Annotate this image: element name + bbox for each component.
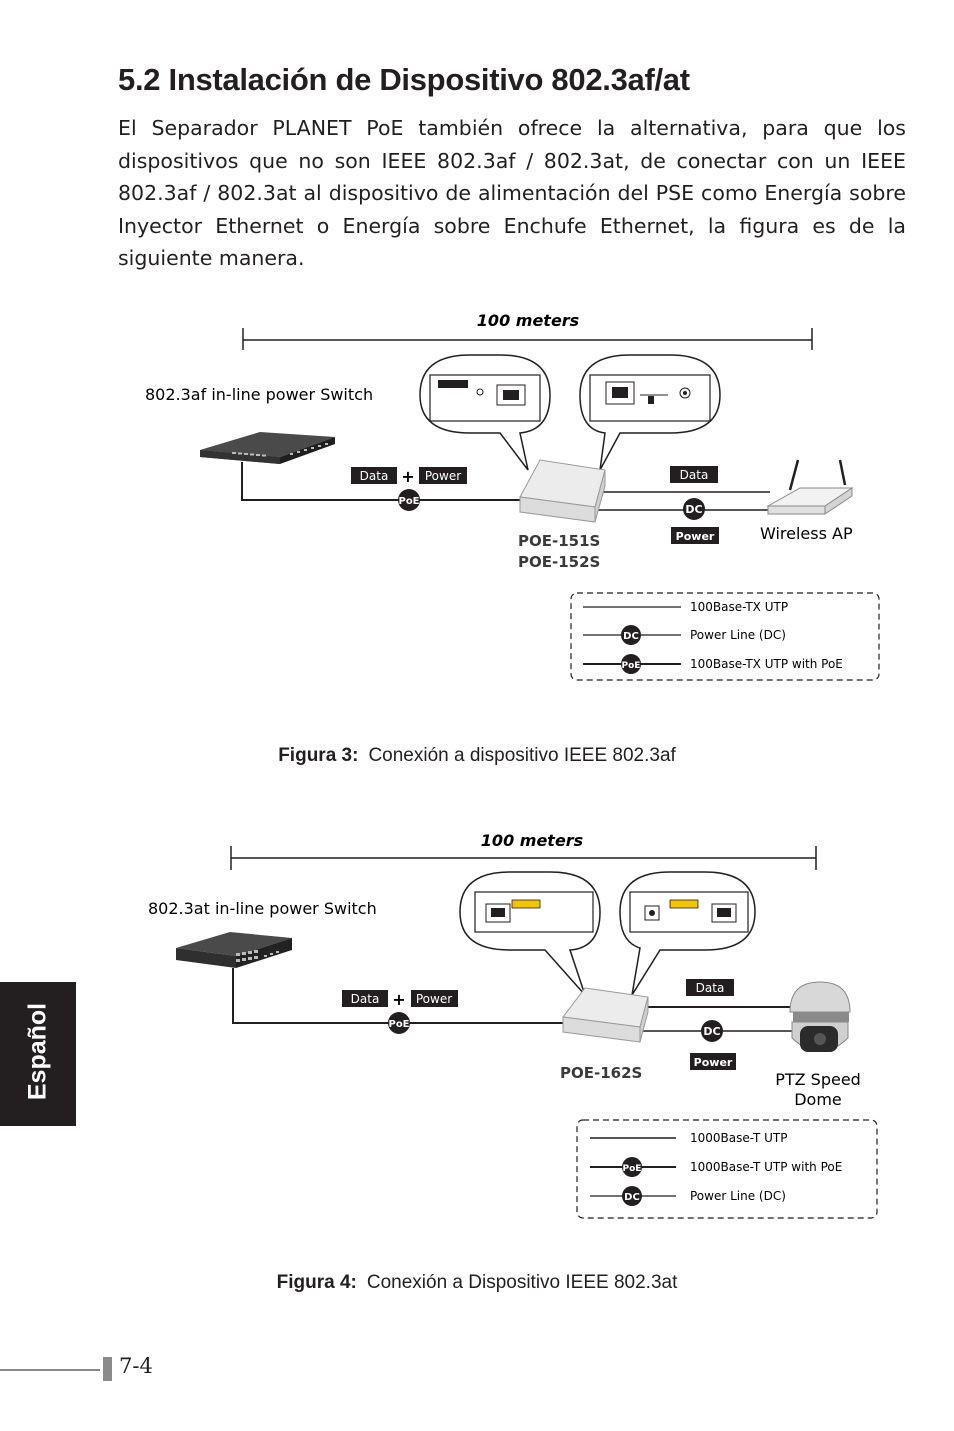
svg-text:Data: Data	[696, 981, 725, 995]
svg-text:PoE: PoE	[398, 496, 419, 507]
svg-text:DC: DC	[685, 503, 702, 516]
device-model-1: POE-151S	[518, 532, 600, 550]
data-tag-right	[686, 979, 734, 996]
poe-switch-icon	[176, 932, 292, 968]
poe-splitter-device	[562, 987, 649, 1043]
intro-paragraph: El Separador PLANET PoE también ofrece l…	[118, 116, 906, 270]
svg-text:Data: Data	[351, 992, 380, 1006]
svg-text:Data: Data	[360, 469, 389, 483]
footer-marker	[103, 1357, 112, 1381]
injector-callout	[419, 354, 551, 471]
legend-item: 1000Base-T UTP with PoE	[690, 1160, 842, 1174]
dc-badge	[701, 1020, 723, 1042]
endpoint-label: Wireless AP	[760, 524, 853, 543]
legend-box: 1000Base-T UTP PoE 1000Base-T UTP with P…	[576, 1119, 878, 1219]
figure-3-diagram: 100 meters 802.3af in-line power Switch …	[145, 311, 880, 681]
page-number: 7-4	[119, 1354, 153, 1378]
injector-callout	[459, 871, 601, 996]
power-tag-right	[690, 1053, 736, 1070]
caption-text: Conexión a Dispositivo IEEE 802.3at	[366, 1272, 678, 1293]
endpoint-label-2: Dome	[794, 1090, 842, 1109]
caption-label: Figura 3:	[278, 745, 359, 766]
section-title: 5.2 Instalación de Dispositivo 802.3af/a…	[118, 62, 690, 97]
poe-badge	[622, 1157, 642, 1177]
poe-splitter-device	[519, 459, 606, 523]
device-model: POE-162S	[560, 1064, 642, 1082]
poe-badge	[398, 489, 420, 511]
caption-text: Conexión a dispositivo IEEE 802.3af	[368, 745, 676, 766]
side-tab-label: Español	[23, 1002, 52, 1101]
distance-ruler	[230, 846, 817, 870]
power-tag-right	[671, 527, 719, 544]
svg-text:DC: DC	[623, 631, 639, 642]
footer-rule	[0, 1369, 100, 1371]
dc-badge	[622, 1186, 642, 1206]
endpoint-label-1: PTZ Speed	[775, 1070, 861, 1089]
switch-label: 802.3af in-line power Switch	[145, 385, 373, 404]
distance-ruler	[242, 328, 813, 350]
figure-3-caption: Figura 3: Conexión a dispositivo IEEE 802…	[0, 745, 954, 767]
power-tag	[411, 990, 458, 1007]
figure-4-caption: Figura 4: Conexión a Dispositivo IEEE 802…	[0, 1272, 954, 1294]
plus-sign: +	[392, 990, 405, 1009]
poe-switch-icon	[200, 432, 335, 464]
splitter-callout	[619, 871, 756, 996]
caption-label: Figura 4:	[276, 1272, 357, 1293]
wireless-ap-icon	[766, 459, 854, 515]
ptz-camera-icon	[789, 981, 851, 1052]
svg-text:Data: Data	[680, 468, 709, 482]
svg-text:DC: DC	[703, 1025, 720, 1038]
device-model-2: POE-152S	[518, 553, 600, 571]
poe-cable	[241, 462, 525, 501]
legend-item: Power Line (DC)	[690, 628, 786, 642]
data-tag-right	[670, 466, 718, 483]
poe-badge	[388, 1012, 410, 1034]
svg-text:PoE: PoE	[622, 661, 641, 671]
svg-text:Power: Power	[694, 1056, 733, 1069]
legend-item: 100Base-TX UTP	[690, 600, 788, 614]
dc-badge	[621, 625, 641, 645]
splitter-callout	[579, 354, 721, 471]
svg-text:DC: DC	[624, 1192, 640, 1203]
language-side-tab: Español	[0, 982, 76, 1126]
distance-label: 100 meters	[477, 311, 579, 330]
svg-text:Power: Power	[416, 992, 452, 1006]
data-tag	[351, 467, 397, 484]
poe-badge	[621, 654, 641, 674]
power-tag	[419, 467, 467, 484]
svg-text:PoE: PoE	[388, 1019, 409, 1030]
svg-text:Power: Power	[425, 469, 461, 483]
plus-sign: +	[401, 467, 414, 486]
legend-item: 100Base-TX UTP with PoE	[690, 657, 843, 671]
legend-item: 1000Base-T UTP	[690, 1131, 787, 1145]
switch-label: 802.3at in-line power Switch	[148, 899, 377, 918]
figure-4-diagram: 100 meters 802.3at in-line power Switch …	[148, 831, 878, 1219]
legend-box: 100Base-TX UTP DC Power Line (DC) PoE 10…	[570, 592, 880, 681]
svg-text:PoE: PoE	[623, 1164, 642, 1174]
poe-cable	[232, 968, 565, 1024]
data-tag	[342, 990, 388, 1007]
dc-badge	[683, 498, 705, 520]
distance-label: 100 meters	[481, 831, 583, 850]
legend-item: Power Line (DC)	[690, 1189, 786, 1203]
svg-text:Power: Power	[676, 530, 715, 543]
